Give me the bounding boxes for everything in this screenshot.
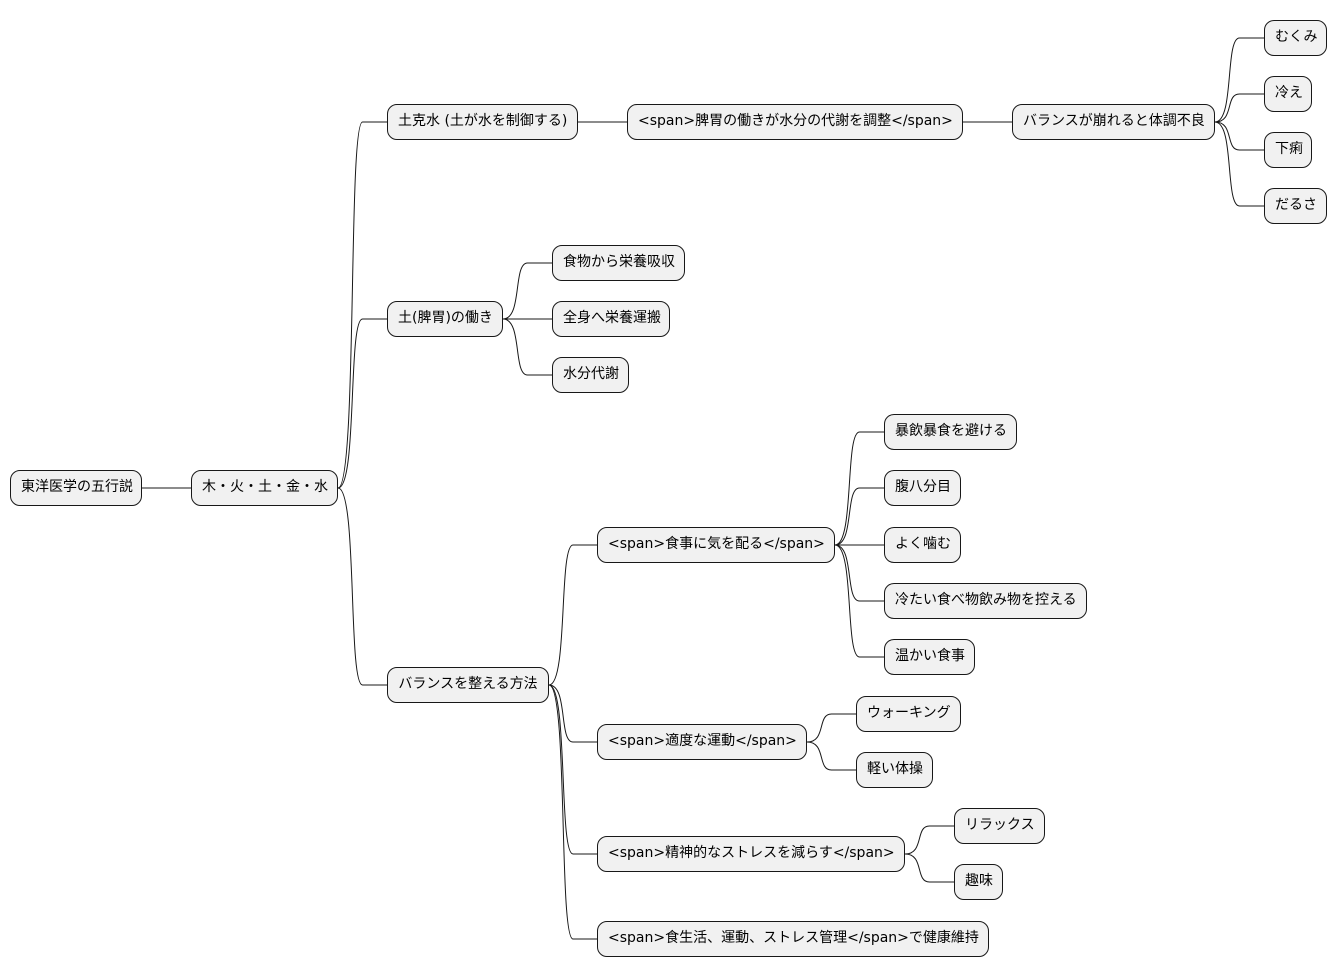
connector-diet_care-harahachi: [834, 487, 884, 546]
node-chew: よく噛む: [884, 527, 961, 563]
node-hie: 冷え: [1264, 76, 1312, 112]
node-avoid-cold: 冷たい食べ物飲み物を控える: [884, 583, 1087, 619]
connector-imbalance-mukumi: [1214, 37, 1264, 123]
node-root: 東洋医学の五行説: [10, 470, 142, 506]
connector-balance_methods-stress: [548, 684, 597, 855]
connector-balance_methods-exercise: [548, 684, 597, 743]
connector-imbalance-hie: [1214, 93, 1264, 123]
node-walking: ウォーキング: [856, 696, 961, 732]
node-relax: リラックス: [954, 808, 1045, 844]
node-hii-regulate: <span>脾胃の働きが水分の代謝を調整</span>: [627, 104, 963, 140]
node-transport: 全身へ栄養運搬: [552, 301, 670, 337]
connector-diet_care-avoid_binge: [834, 431, 884, 546]
node-light-exercise: 軽い体操: [856, 752, 933, 788]
node-do-hii: 土(脾胃)の働き: [387, 301, 503, 337]
connector-exercise-walking: [806, 713, 856, 743]
connector-imbalance-geri: [1214, 121, 1264, 151]
node-avoid-binge: 暴飲暴食を避ける: [884, 414, 1017, 450]
node-warm-meal: 温かい食事: [884, 639, 975, 675]
node-water-metab: 水分代謝: [552, 357, 629, 393]
connector-do_hii-absorb: [502, 262, 552, 320]
node-summary: <span>食生活、運動、ストレス管理</span>で健康維持: [597, 921, 989, 957]
node-geri: 下痢: [1264, 132, 1312, 168]
connector-elements-do_hii: [337, 318, 387, 489]
connector-stress-relax: [904, 825, 954, 855]
node-balance-methods: バランスを整える方法: [387, 667, 549, 703]
connector-elements-balance_methods: [337, 487, 387, 686]
node-diet-care: <span>食事に気を配る</span>: [597, 527, 835, 563]
connector-exercise-light_exercise: [806, 741, 856, 771]
connector-balance_methods-diet_care: [548, 544, 597, 686]
connector-imbalance-darusa: [1214, 121, 1264, 207]
connector-balance_methods-summary: [548, 684, 597, 940]
connector-elements-dokusui: [337, 121, 387, 489]
node-five-elements: 木・火・土・金・水: [191, 470, 338, 506]
node-exercise: <span>適度な運動</span>: [597, 724, 807, 760]
node-stress: <span>精神的なストレスを減らす</span>: [597, 836, 905, 872]
connector-stress-hobby: [904, 853, 954, 883]
node-dokusui: 土克水 (土が水を制御する): [387, 104, 578, 140]
connector-diet_care-warm_meal: [834, 544, 884, 658]
node-hobby: 趣味: [954, 864, 1003, 900]
connector-do_hii-water_metab: [502, 318, 552, 376]
node-mukumi: むくみ: [1264, 20, 1327, 56]
connector-diet_care-avoid_cold: [834, 544, 884, 602]
node-harahachi: 腹八分目: [884, 470, 961, 506]
node-darusa: だるさ: [1264, 188, 1327, 224]
node-imbalance: バランスが崩れると体調不良: [1012, 104, 1215, 140]
node-absorb: 食物から栄養吸収: [552, 245, 685, 281]
